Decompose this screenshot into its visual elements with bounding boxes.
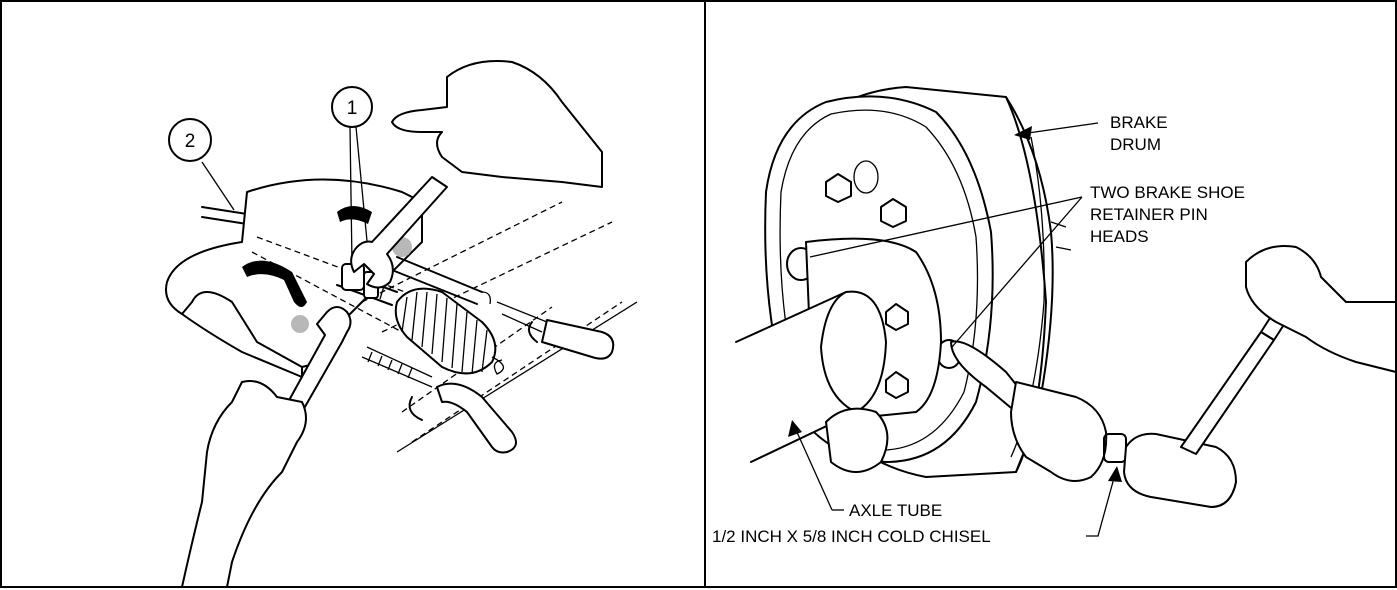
axle-tube-end: [820, 291, 857, 413]
callout-2-text: 2: [185, 131, 196, 152]
chisel-arrow: [1108, 466, 1122, 482]
guide-line: [396, 301, 638, 453]
bolt-top-left: [825, 173, 852, 203]
chisel-leader: [1086, 477, 1115, 537]
upper-wrench: [350, 176, 448, 289]
label-brake-drum-line1: BRAKE: [1110, 113, 1168, 132]
left-illustration-panel: 1 2: [0, 0, 706, 588]
brake-drum-illustration: BRAKE DRUM TWO BRAKE SHOE RETAINER PIN H…: [712, 86, 1397, 546]
label-brake-drum-line2: DRUM: [1110, 135, 1161, 154]
hammer-head: [1123, 432, 1237, 508]
lower-threads: [367, 351, 413, 379]
hole-shadow-left: [291, 315, 309, 333]
axle-tube-leader: [795, 429, 833, 511]
label-retainer-line1: TWO BRAKE SHOE: [1090, 183, 1245, 202]
upper-hand: [391, 60, 603, 188]
lower-bracket: [825, 407, 889, 473]
chisel-end: [1103, 433, 1127, 463]
spring-coils: [401, 291, 488, 375]
pushrod: [391, 256, 483, 305]
spring-removal-illustration: 1 2: [165, 60, 638, 588]
spring: [394, 287, 497, 375]
bracket-slot-upper: [337, 206, 372, 224]
label-retainer-line2: RETAINER PIN: [1090, 205, 1208, 224]
axle-tube: [735, 290, 887, 463]
label-retainer-line3: HEADS: [1090, 227, 1149, 246]
pushrod-end: [481, 291, 548, 333]
chisel-hand: [1010, 381, 1108, 482]
callout-2-circle: [168, 118, 212, 162]
brake-drum-arrow: [1014, 126, 1032, 140]
callout-1-circle: [331, 86, 373, 128]
cable-clip-lower: [408, 396, 423, 421]
label-cold-chisel: 1/2 INCH X 5/8 INCH COLD CHISEL: [712, 527, 991, 546]
bracket-edge: [181, 313, 303, 378]
cable-upper: [541, 319, 615, 360]
callout-1-text: 1: [347, 98, 358, 119]
retainer-leaders: [809, 196, 1083, 348]
hammer-handle: [1180, 331, 1275, 455]
right-illustration-panel: BRAKE DRUM TWO BRAKE SHOE RETAINER PIN H…: [704, 0, 1397, 588]
flange-bolt-2: [885, 371, 909, 399]
axle-tube-arrow: [788, 420, 802, 437]
callout-2-leader: [201, 161, 235, 211]
lower-hand: [181, 380, 307, 588]
flange-bolt-1: [885, 303, 909, 331]
bolt-top-right: [880, 198, 907, 228]
rod: [201, 206, 248, 225]
plate-opening: [853, 160, 879, 194]
hammer-hand: [1245, 245, 1397, 373]
lower-wrench: [286, 306, 352, 413]
bracket: [165, 178, 423, 368]
cable-lower: [436, 382, 517, 454]
cable-clip-upper: [527, 321, 538, 343]
callout-1-leader-a: [349, 126, 353, 265]
lower-rod: [361, 346, 433, 388]
spring-hook: [491, 356, 504, 375]
brake-drum-leader: [1027, 122, 1099, 134]
label-axle-tube: AXLE TUBE: [849, 501, 942, 520]
